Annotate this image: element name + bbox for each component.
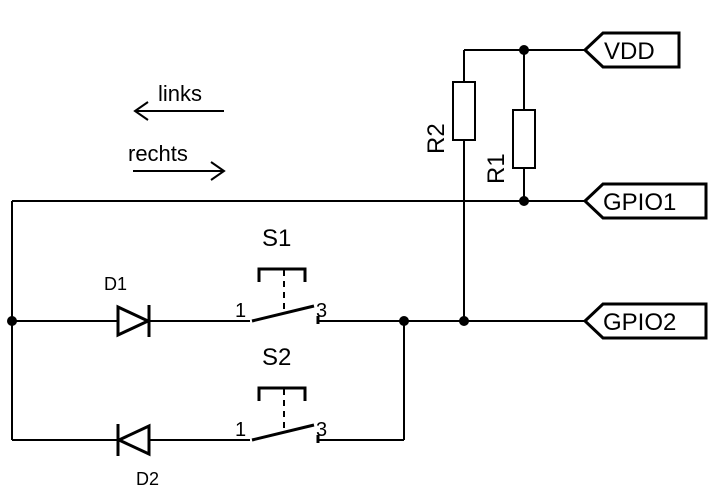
gpio1-port-label: GPIO1 (603, 189, 676, 216)
links-label: links (158, 81, 202, 106)
s1-pin-1: 1 (235, 300, 246, 322)
vdd-net (463, 45, 585, 110)
s2-actuator (257, 386, 307, 401)
gpio2-junction (459, 316, 469, 326)
diode-d2-triangle (115, 423, 151, 457)
gpio2-port-flag (582, 302, 708, 340)
gpio1-junction (519, 196, 529, 206)
r1-body (512, 109, 536, 169)
s1-actuator (257, 267, 307, 282)
d2-label: D2 (136, 469, 159, 489)
row-d1-s1: D1 S1 1 3 (12, 225, 585, 440)
gpio1-port-flag (582, 182, 708, 220)
vdd-port-label: VDD (604, 38, 655, 65)
s1-pin-3: 3 (316, 300, 327, 322)
port-vdd: VDD (582, 31, 681, 69)
r1-label: R1 (483, 153, 510, 184)
resistor-r1: R1 (483, 109, 536, 201)
d1-label: D1 (104, 274, 127, 294)
direction-rechts: rechts (128, 141, 226, 181)
direction-links: links (133, 81, 224, 121)
s1-label: S1 (262, 225, 291, 252)
port-gpio2: GPIO2 (582, 302, 708, 340)
s1-blade (251, 304, 315, 323)
vdd-port-flag (582, 31, 681, 69)
gpio2-port-label: GPIO2 (603, 309, 676, 336)
vdd-junction (519, 45, 529, 55)
links-arrow-head (133, 101, 149, 121)
resistor-r2: R2 (423, 81, 476, 321)
rechts-arrow-head (210, 161, 226, 181)
s2-blade (251, 423, 315, 442)
row-d2-s2: D2 S2 1 3 (12, 344, 404, 489)
s2-pin-1: 1 (235, 419, 246, 441)
s2-label: S2 (262, 344, 291, 371)
s2-pin-3: 3 (316, 419, 327, 441)
rechts-label: rechts (128, 141, 188, 166)
r2-body (452, 81, 476, 141)
diode-d1-triangle (116, 304, 152, 338)
gpio1-net (7, 196, 585, 440)
r2-label: R2 (423, 123, 450, 154)
port-gpio1: GPIO1 (582, 182, 708, 220)
